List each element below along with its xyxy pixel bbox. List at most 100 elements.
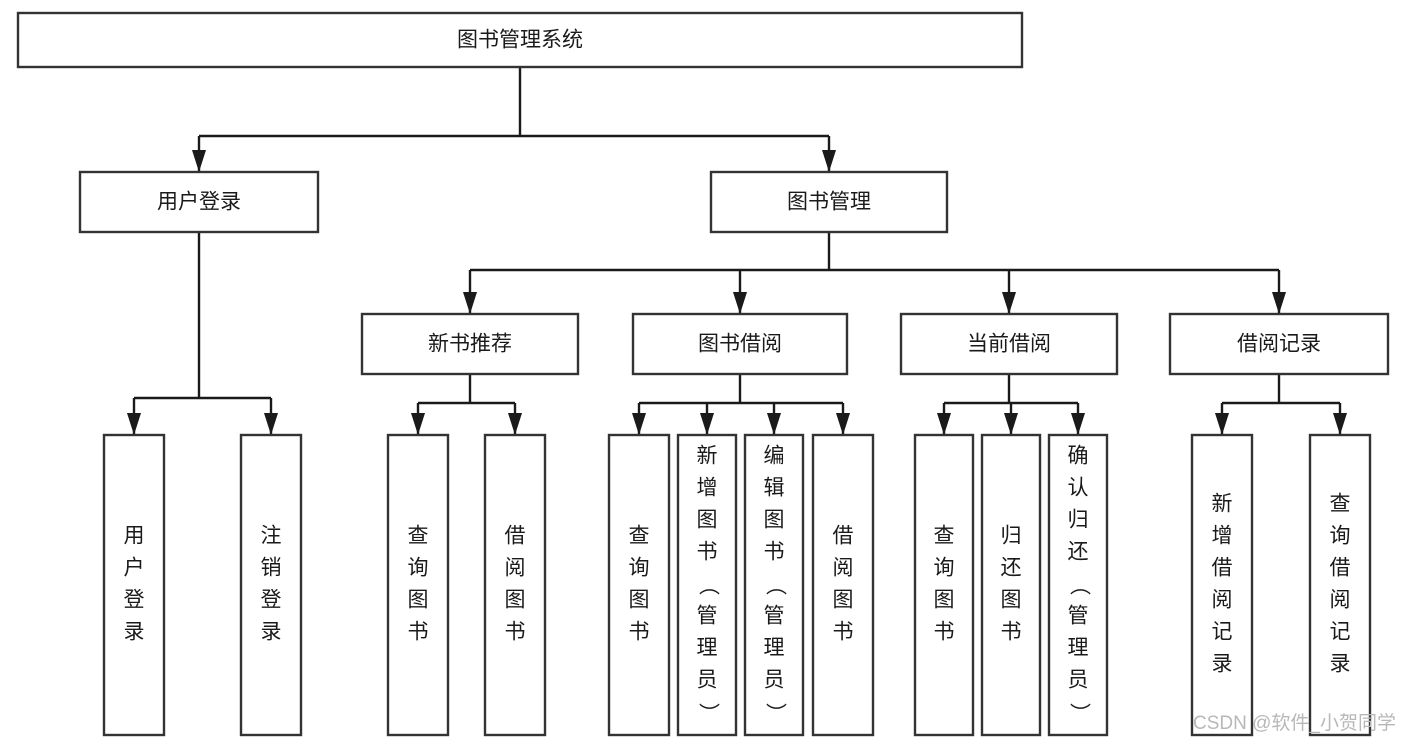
node-label-char: 销 — [261, 557, 282, 580]
node-borrow-record[interactable]: 借阅记录 — [1168, 312, 1390, 376]
node-label-char: 理 — [764, 637, 785, 660]
arrow-head — [1002, 292, 1016, 314]
node-label-char: 借 — [505, 525, 526, 548]
node-label-char: （ — [1067, 575, 1090, 596]
node-label-char: 员 — [764, 669, 785, 692]
node-label-char: 书 — [833, 621, 854, 644]
node-label-char: 管 — [764, 605, 785, 628]
node-label-char: ） — [763, 703, 786, 724]
node-box[interactable] — [360, 312, 580, 376]
node-box[interactable] — [1308, 433, 1372, 737]
node-label-char: 户 — [124, 557, 145, 580]
node-label-char: ） — [696, 703, 719, 724]
node-box[interactable] — [78, 170, 320, 234]
node-leaf-user-login[interactable]: 用户登录 — [102, 433, 166, 737]
node-label-char: （ — [763, 575, 786, 596]
node-label-char: 阅 — [1330, 589, 1351, 612]
node-label-char: 阅 — [505, 557, 526, 580]
node-label-char: 认 — [1068, 477, 1089, 500]
node-box[interactable] — [709, 170, 949, 234]
node-box[interactable] — [1190, 433, 1254, 737]
arrow-head — [733, 292, 747, 314]
node-book-borrow[interactable]: 图书借阅 — [631, 312, 849, 376]
node-label-char: 图 — [505, 589, 526, 612]
node-label: 用户登录 — [157, 191, 241, 214]
node-label-char: 询 — [629, 557, 650, 580]
node-label: 图书借阅 — [698, 333, 782, 356]
node-box[interactable] — [483, 433, 547, 737]
node-box[interactable] — [899, 312, 1119, 376]
node-label-char: 编 — [764, 445, 785, 468]
node-box[interactable] — [811, 433, 875, 737]
edge-newbook-children — [411, 374, 522, 435]
node-book-manage[interactable]: 图书管理 — [709, 170, 949, 234]
node-box[interactable] — [631, 312, 849, 376]
node-box[interactable] — [1047, 433, 1109, 737]
node-root[interactable]: 图书管理系统 — [16, 11, 1024, 69]
node-box[interactable] — [607, 433, 671, 737]
arrow-head — [1272, 292, 1286, 314]
node-label-char: 图 — [1001, 589, 1022, 612]
arrow-head — [822, 150, 836, 172]
node-box[interactable] — [980, 433, 1042, 737]
node-label: 图书管理系统 — [457, 29, 583, 52]
node-label-char: 借 — [1330, 557, 1351, 580]
node-label-char: 书 — [629, 621, 650, 644]
node-label-char: 新 — [1212, 493, 1233, 516]
edge-borrowrecord-children — [1215, 374, 1347, 435]
node-label-char: 询 — [1330, 525, 1351, 548]
node-label-char: 书 — [505, 621, 526, 644]
node-label-char: 查 — [408, 525, 429, 548]
node-box[interactable] — [386, 433, 450, 737]
node-label-char: 确 — [1068, 445, 1089, 468]
node-box[interactable] — [102, 433, 166, 737]
arrow-head — [700, 413, 714, 435]
node-label: 图书管理 — [787, 191, 871, 214]
edge-root-children — [192, 67, 836, 172]
node-new-book-recommend[interactable]: 新书推荐 — [360, 312, 580, 376]
node-label-char: 阅 — [1212, 589, 1233, 612]
arrow-head — [632, 413, 646, 435]
node-label-char: 归 — [1068, 509, 1089, 532]
node-label-char: 理 — [697, 637, 718, 660]
node-label-char: 录 — [1330, 653, 1351, 676]
node-label-char: 增 — [1212, 525, 1233, 548]
node-box[interactable] — [239, 433, 303, 737]
node-box[interactable] — [16, 11, 1024, 69]
node-label-char: 录 — [261, 621, 282, 644]
node-label-char: 管 — [1068, 605, 1089, 628]
node-box[interactable] — [743, 433, 805, 737]
node-box[interactable] — [676, 433, 738, 737]
node-label-char: 记 — [1330, 621, 1351, 644]
node-label: 借阅记录 — [1237, 333, 1321, 356]
node-label-char: 阅 — [833, 557, 854, 580]
node-label-char: 还 — [1001, 557, 1022, 580]
node-label-char: 还 — [1068, 541, 1089, 564]
node-label-char: 借 — [833, 525, 854, 548]
node-label-char: 图 — [629, 589, 650, 612]
node-box[interactable] — [913, 433, 975, 737]
node-label-char: 员 — [1068, 669, 1089, 692]
node-box[interactable] — [1168, 312, 1390, 376]
node-label-char: 图 — [697, 509, 718, 532]
node-label-char: 归 — [1001, 525, 1022, 548]
arrow-head — [508, 413, 522, 435]
edge-userlogin-children — [127, 232, 278, 435]
node-current-borrow[interactable]: 当前借阅 — [899, 312, 1119, 376]
node-label-char: 理 — [1068, 637, 1089, 660]
node-user-login[interactable]: 用户登录 — [78, 170, 320, 234]
node-label-char: 图 — [408, 589, 429, 612]
